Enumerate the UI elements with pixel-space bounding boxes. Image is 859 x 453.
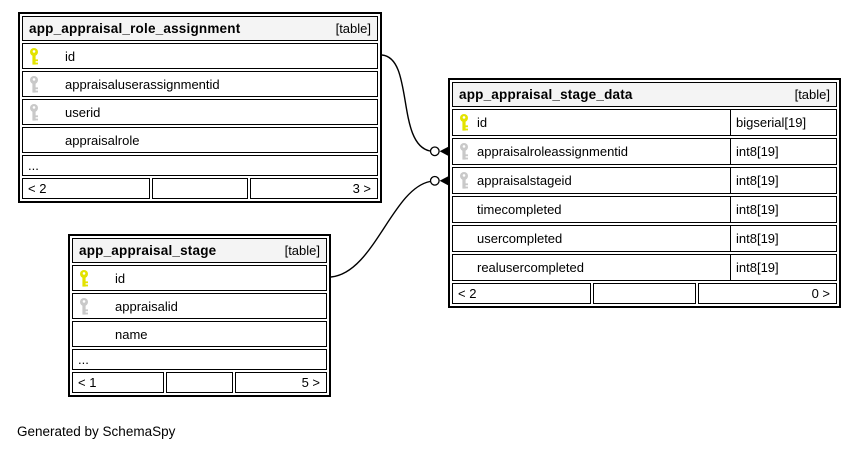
no-key-spacer	[459, 201, 471, 218]
column-name: usercompleted	[477, 231, 563, 246]
column-type: int8[19]	[730, 197, 836, 222]
table-type-tag: [table]	[284, 243, 320, 258]
column-name: appraisalroleassignmentid	[477, 144, 629, 159]
table-name[interactable]: app_appraisal_role_assignment	[29, 21, 241, 36]
column-row: name	[72, 321, 327, 347]
column-row: realusercompleted int8[19]	[452, 254, 837, 281]
column-row: id	[72, 265, 327, 291]
column-row: appraisalroleassignmentid int8[19]	[452, 138, 837, 165]
table-header: app_appraisal_stage_data [table]	[452, 82, 837, 107]
column-name: id	[115, 270, 126, 286]
no-key-spacer	[29, 132, 41, 149]
column-row: timecompleted int8[19]	[452, 196, 837, 223]
foreign-key-icon	[459, 143, 471, 160]
column-type: int8[19]	[730, 168, 836, 193]
no-key-spacer	[459, 230, 471, 247]
column-name: id	[477, 115, 488, 130]
column-type: int8[19]	[730, 226, 836, 251]
column-type: int8[19]	[730, 255, 836, 280]
column-row: usercompleted int8[19]	[452, 225, 837, 252]
table-name[interactable]: app_appraisal_stage_data	[459, 87, 633, 102]
column-row: appraisaluserassignmentid	[22, 71, 378, 97]
table-footer: < 2 3 >	[22, 178, 378, 199]
table-footer: < 2 0 >	[452, 283, 837, 304]
column-name: name	[115, 326, 148, 342]
arrowhead	[439, 146, 448, 156]
column-row: id	[22, 43, 378, 69]
parent-count: < 2	[452, 283, 591, 304]
relationship-line-1	[381, 54, 448, 157]
column-name: appraisalrole	[65, 132, 140, 148]
column-row: appraisalstageid int8[19]	[452, 167, 837, 194]
generated-by-note: Generated by SchemaSpy	[17, 424, 176, 439]
column-type: bigserial[19]	[730, 110, 836, 135]
table-header: app_appraisal_stage [table]	[72, 238, 327, 263]
arrowhead	[439, 176, 448, 186]
no-key-spacer	[79, 326, 91, 343]
column-name: id	[65, 48, 76, 64]
table-name[interactable]: app_appraisal_stage	[79, 243, 217, 258]
column-row: appraisalrole	[22, 127, 378, 153]
table-footer: < 1 5 >	[72, 372, 327, 393]
child-count: 3 >	[249, 178, 378, 199]
footer-spacer-cell	[165, 372, 234, 393]
primary-key-icon	[79, 269, 91, 287]
column-name: appraisaluserassignmentid	[65, 76, 220, 92]
foreign-key-icon	[79, 297, 91, 315]
parent-count: < 1	[72, 372, 164, 393]
column-name: appraisalstageid	[477, 173, 572, 188]
truncated-columns-row: ...	[22, 155, 378, 176]
zero-or-one-circle	[429, 146, 440, 157]
table-node-app-appraisal-role-assignment[interactable]: app_appraisal_role_assignment [table] id…	[18, 12, 382, 203]
table-type-tag: [table]	[335, 21, 371, 36]
column-name: userid	[65, 104, 101, 120]
footer-spacer-cell	[152, 178, 248, 199]
table-node-app-appraisal-stage[interactable]: app_appraisal_stage [table] id appraisal…	[68, 234, 331, 397]
zero-or-one-circle	[429, 175, 440, 186]
foreign-key-icon	[459, 172, 471, 189]
column-row: appraisalid	[72, 293, 327, 319]
table-type-tag: [table]	[794, 87, 830, 102]
truncated-columns-row: ...	[72, 349, 327, 370]
primary-key-icon	[29, 47, 41, 65]
column-row: userid	[22, 99, 378, 125]
column-name: realusercompleted	[477, 260, 584, 275]
column-name: timecompleted	[477, 202, 562, 217]
footer-spacer-cell	[592, 283, 697, 304]
child-count: 0 >	[698, 283, 837, 304]
column-name: appraisalid	[115, 298, 178, 314]
primary-key-icon	[459, 114, 471, 131]
table-node-app-appraisal-stage-data[interactable]: app_appraisal_stage_data [table] id bigs…	[448, 78, 841, 308]
column-type: int8[19]	[730, 139, 836, 164]
foreign-key-icon	[29, 75, 41, 93]
no-key-spacer	[459, 259, 471, 276]
table-header: app_appraisal_role_assignment [table]	[22, 16, 378, 41]
parent-count: < 2	[22, 178, 151, 199]
column-row: id bigserial[19]	[452, 109, 837, 136]
child-count: 5 >	[235, 372, 327, 393]
foreign-key-icon	[29, 103, 41, 121]
